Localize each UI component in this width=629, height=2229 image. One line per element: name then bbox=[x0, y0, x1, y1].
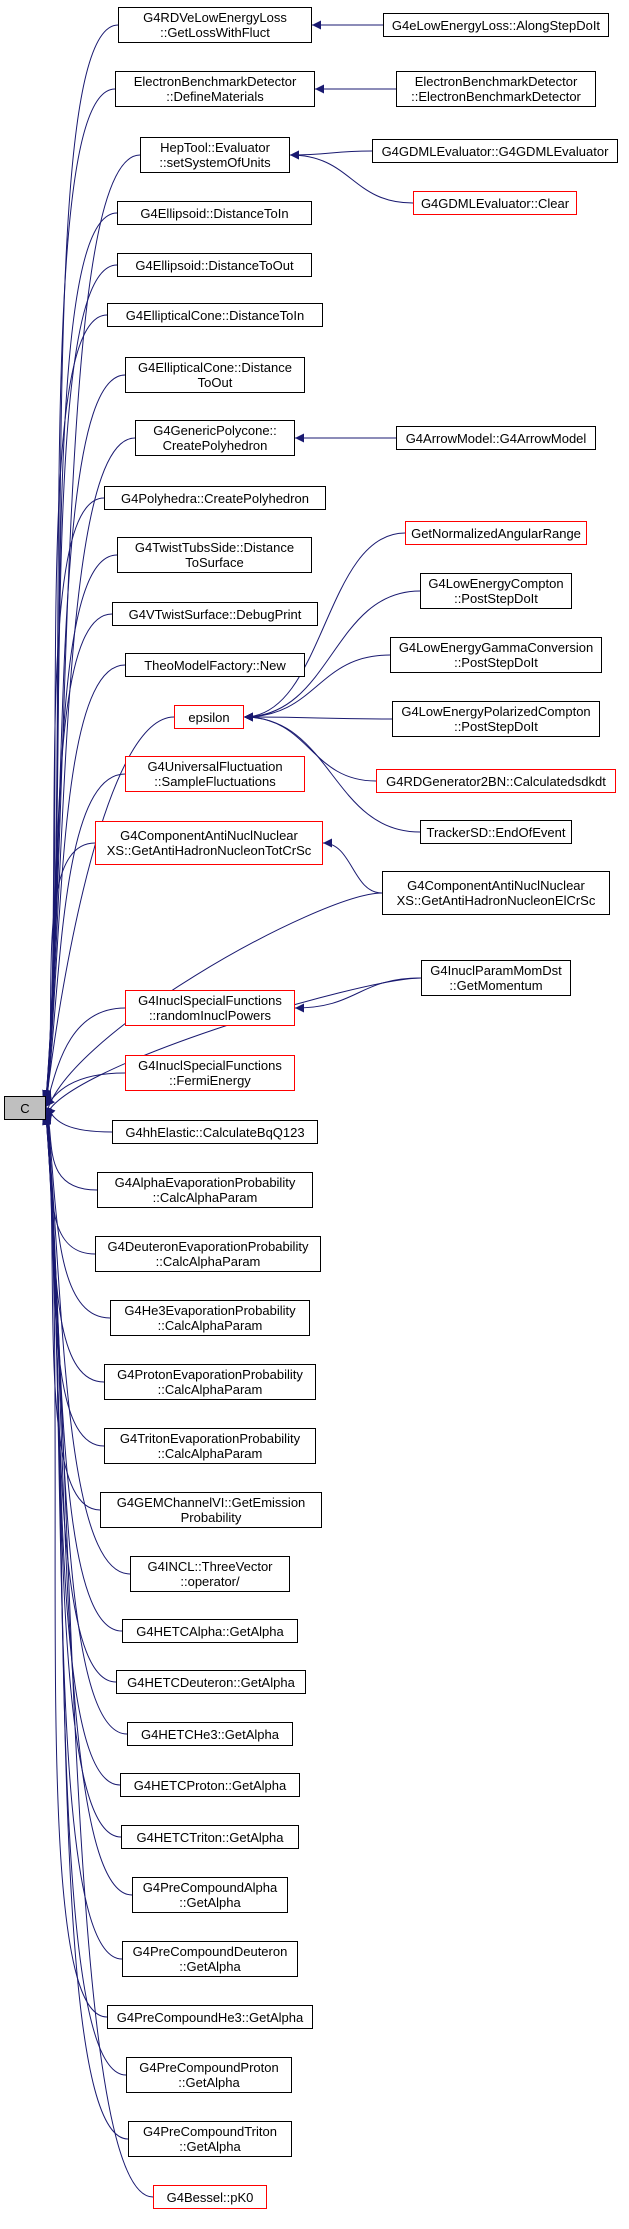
node-g4hetcalpha-getalpha[interactable]: G4HETCAlpha::GetAlpha bbox=[122, 1619, 298, 1643]
node-epsilon[interactable]: epsilon bbox=[174, 705, 244, 729]
node-g4hetctriton-getalpha[interactable]: G4HETCTriton::GetAlpha bbox=[121, 1825, 299, 1849]
node-g4precompoundalpha-getalpha[interactable]: G4PreCompoundAlpha ::GetAlpha bbox=[132, 1877, 288, 1913]
node-g4precompoundhe3-getalpha[interactable]: G4PreCompoundHe3::GetAlpha bbox=[107, 2005, 313, 2029]
node-g4twisttubsside-distancetosurface[interactable]: G4TwistTubsSide::Distance ToSurface bbox=[117, 537, 312, 573]
edge-n21-to-c bbox=[43, 1108, 111, 1319]
edge-n9-to-c bbox=[42, 497, 105, 1103]
edge-n12-to-c bbox=[42, 664, 126, 1105]
node-g4gemchannelvi-getemissionprobability[interactable]: G4GEMChannelVI::GetEmission Probability bbox=[100, 1492, 322, 1528]
node-g4vtwistsurface-debugprint[interactable]: G4VTwistSurface::DebugPrint bbox=[112, 602, 318, 626]
edge-r13-to-n16 bbox=[294, 977, 422, 1013]
node-g4arrowmodel-constructor[interactable]: G4ArrowModel::G4ArrowModel bbox=[396, 426, 596, 450]
edge-r12-to-n15 bbox=[322, 838, 383, 894]
node-g4deuteronevaporationprobability-calcalphaparam[interactable]: G4DeuteronEvaporationProbability ::CalcA… bbox=[95, 1236, 321, 1272]
node-g4inuclspecialfunctions-randominuclpowers[interactable]: G4InuclSpecialFunctions ::randomInuclPow… bbox=[125, 990, 295, 1026]
node-g4hetcdeuteron-getalpha[interactable]: G4HETCDeuteron::GetAlpha bbox=[116, 1670, 306, 1694]
edge-n17-to-c bbox=[45, 1072, 126, 1108]
node-c[interactable]: C bbox=[4, 1096, 46, 1120]
node-g4hetcproton-getalpha[interactable]: G4HETCProton::GetAlpha bbox=[120, 1773, 300, 1797]
edge-n19-to-c bbox=[44, 1107, 98, 1191]
node-g4ellipticalcone-distancetoin[interactable]: G4EllipticalCone::DistanceToIn bbox=[107, 303, 323, 327]
node-getnormalizedangularrange[interactable]: GetNormalizedAngularRange bbox=[405, 521, 587, 545]
node-g4lowenergypolarizedcompton-poststepdoit[interactable]: G4LowEnergyPolarizedCompton ::PostStepDo… bbox=[392, 701, 600, 737]
node-g4universalfluctuation-samplefluctuations[interactable]: G4UniversalFluctuation ::SampleFluctuati… bbox=[125, 756, 305, 792]
node-g4polyhedra-createpolyhedron[interactable]: G4Polyhedra::CreatePolyhedron bbox=[104, 486, 326, 510]
node-electronbenchmarkdetector-constructor[interactable]: ElectronBenchmarkDetector ::ElectronBenc… bbox=[396, 71, 596, 107]
node-trackersd-endofevent[interactable]: TrackerSD::EndOfEvent bbox=[420, 820, 572, 844]
node-g4lowenergycompton-poststepdoit[interactable]: G4LowEnergyCompton ::PostStepDoIt bbox=[420, 573, 572, 609]
node-g4protonevaporationprobability-calcalphaparam[interactable]: G4ProtonEvaporationProbability ::CalcAlp… bbox=[104, 1364, 316, 1400]
edge-n33-to-c bbox=[42, 1114, 108, 2018]
edge-r4-to-n3 bbox=[289, 150, 414, 204]
node-g4bessel-pk0[interactable]: G4Bessel::pK0 bbox=[153, 2185, 267, 2209]
edge-r8-to-n13 bbox=[243, 654, 391, 722]
node-heptool-evaluator-setsystemofunits[interactable]: HepTool::Evaluator ::setSystemOfUnits bbox=[140, 137, 290, 173]
node-g4precompoundtriton-getalpha[interactable]: G4PreCompoundTriton ::GetAlpha bbox=[128, 2121, 292, 2157]
edge-r9-to-n13 bbox=[243, 712, 393, 722]
edge-n15-to-c bbox=[42, 842, 96, 1106]
edge-n16-to-c bbox=[44, 1007, 126, 1107]
edge-n14-to-c bbox=[42, 773, 126, 1106]
edge-n36-to-c bbox=[42, 1115, 154, 2198]
edge-r11-to-n13 bbox=[243, 712, 421, 833]
node-g4ellipsoid-distancetoin[interactable]: G4Ellipsoid::DistanceToIn bbox=[117, 201, 312, 225]
edge-n25-to-c bbox=[42, 1110, 131, 1575]
node-g4inuclparammomdst-getmomentum[interactable]: G4InuclParamMomDst ::GetMomentum bbox=[421, 960, 571, 996]
node-g4incl-threevector-operator[interactable]: G4INCL::ThreeVector ::operator/ bbox=[130, 1556, 290, 1592]
edge-n35-to-c bbox=[42, 1115, 129, 2140]
node-g4precompoundproton-getalpha[interactable]: G4PreCompoundProton ::GetAlpha bbox=[126, 2057, 292, 2093]
node-g4he3evaporationprobability-calcalphaparam[interactable]: G4He3EvaporationProbability ::CalcAlphaP… bbox=[110, 1300, 310, 1336]
node-g4gdmlevaluator-clear[interactable]: G4GDMLEvaluator::Clear bbox=[413, 191, 577, 215]
edge-n4-to-c bbox=[42, 212, 118, 1101]
edge-n18-to-c bbox=[45, 1106, 113, 1133]
node-g4ellipticalcone-distancetoout[interactable]: G4EllipticalCone::Distance ToOut bbox=[125, 357, 305, 393]
node-g4hhelastic-calculatebqq123[interactable]: G4hhElastic::CalculateBqQ123 bbox=[112, 1120, 318, 1144]
edge-n3-to-c bbox=[42, 154, 141, 1101]
node-electronbenchmarkdetector-definematerials[interactable]: ElectronBenchmarkDetector ::DefineMateri… bbox=[115, 71, 315, 107]
node-g4ellipsoid-distancetoout[interactable]: G4Ellipsoid::DistanceToOut bbox=[117, 253, 312, 277]
edge-n13-to-c bbox=[42, 716, 175, 1105]
node-g4rdgenerator2bn-calculatedsdkdt[interactable]: G4RDGenerator2BN::Calculatedsdkdt bbox=[376, 769, 616, 793]
node-theomodelfactory-new[interactable]: TheoModelFactory::New bbox=[125, 653, 305, 677]
node-g4lowenergygammaconversion-poststepdoit[interactable]: G4LowEnergyGammaConversion ::PostStepDoI… bbox=[390, 637, 602, 673]
node-g4alphaevaporationprobability-calcalphaparam[interactable]: G4AlphaEvaporationProbability ::CalcAlph… bbox=[97, 1172, 313, 1208]
node-g4hetche3-getalpha[interactable]: G4HETCHe3::GetAlpha bbox=[127, 1722, 293, 1746]
edge-n8-to-c bbox=[42, 437, 136, 1103]
node-g4precompounddeuteron-getalpha[interactable]: G4PreCompoundDeuteron ::GetAlpha bbox=[122, 1941, 298, 1977]
node-g4componentantinuclnuclearxs-getantihadronnucleontotcrsc[interactable]: G4ComponentAntiNuclNuclear XS::GetAntiHa… bbox=[95, 821, 323, 865]
node-g4rdvelowenergyloss-getlosswithfluct[interactable]: G4RDVeLowEnergyLoss ::GetLossWithFluct bbox=[118, 7, 312, 43]
node-g4gdmlevaluator-constructor[interactable]: G4GDMLEvaluator::G4GDMLEvaluator bbox=[372, 139, 618, 163]
edge-r12-to-c bbox=[43, 892, 383, 1117]
edge-r6-to-n13 bbox=[243, 532, 406, 722]
edge-n11-to-c bbox=[42, 613, 113, 1104]
node-g4inuclspecialfunctions-fermienergy[interactable]: G4InuclSpecialFunctions ::FermiEnergy bbox=[125, 1055, 295, 1091]
edge-r7-to-n13 bbox=[243, 590, 421, 722]
node-g4genericpolycone-createpolyhedron[interactable]: G4GenericPolycone:: CreatePolyhedron bbox=[135, 420, 295, 456]
edge-r3-to-n3 bbox=[289, 150, 373, 160]
node-g4elowenergyloss-alongstepdoit[interactable]: G4eLowEnergyLoss::AlongStepDoIt bbox=[383, 13, 609, 37]
node-g4tritonevaporationprobability-calcalphaparam[interactable]: G4TritonEvaporationProbability ::CalcAlp… bbox=[104, 1428, 316, 1464]
node-g4componentantinuclnuclearxs-getantihadronnucleonelcrsc[interactable]: G4ComponentAntiNuclNuclear XS::GetAntiHa… bbox=[382, 871, 610, 915]
